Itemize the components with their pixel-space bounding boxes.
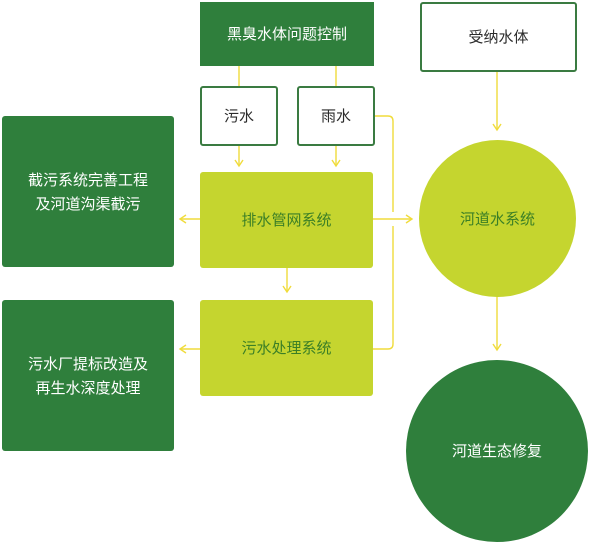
node-river-ecological-restoration: 河道生态修复	[406, 360, 588, 542]
node-label-line2: 及河道沟渠截污	[35, 194, 141, 213]
arrow-rain-bypass	[375, 115, 394, 212]
node-label: 黑臭水体问题控制	[226, 25, 347, 43]
node-label: 受纳水体	[468, 28, 529, 46]
node-sewage: 污水	[200, 86, 278, 146]
node-drainage-network: 排水管网系统	[200, 172, 373, 268]
node-label-line2: 再生水深度处理	[35, 378, 141, 397]
node-plant-upgrade: 污水厂提标改造及 再生水深度处理	[2, 300, 174, 451]
node-sewage-treatment: 污水处理系统	[200, 300, 373, 396]
node-label: 河道水系统	[459, 209, 535, 228]
node-label: 排水管网系统	[241, 211, 332, 229]
node-label: 雨水	[320, 107, 351, 125]
node-label: 污水	[223, 107, 254, 125]
node-interception-project: 截污系统完善工程 及河道沟渠截污	[2, 116, 174, 267]
node-black-odor-control: 黑臭水体问题控制	[200, 2, 374, 66]
node-label: 污水处理系统	[241, 339, 332, 357]
node-rainwater: 雨水	[297, 86, 375, 146]
node-river-water-system: 河道水系统	[419, 140, 576, 297]
node-label-line1: 污水厂提标改造及	[27, 354, 148, 373]
arrow-treatment-to-river	[373, 226, 394, 350]
node-label-line1: 截污系统完善工程	[27, 170, 148, 189]
node-receiving-water: 受纳水体	[420, 2, 577, 72]
node-label: 河道生态修复	[451, 442, 542, 460]
